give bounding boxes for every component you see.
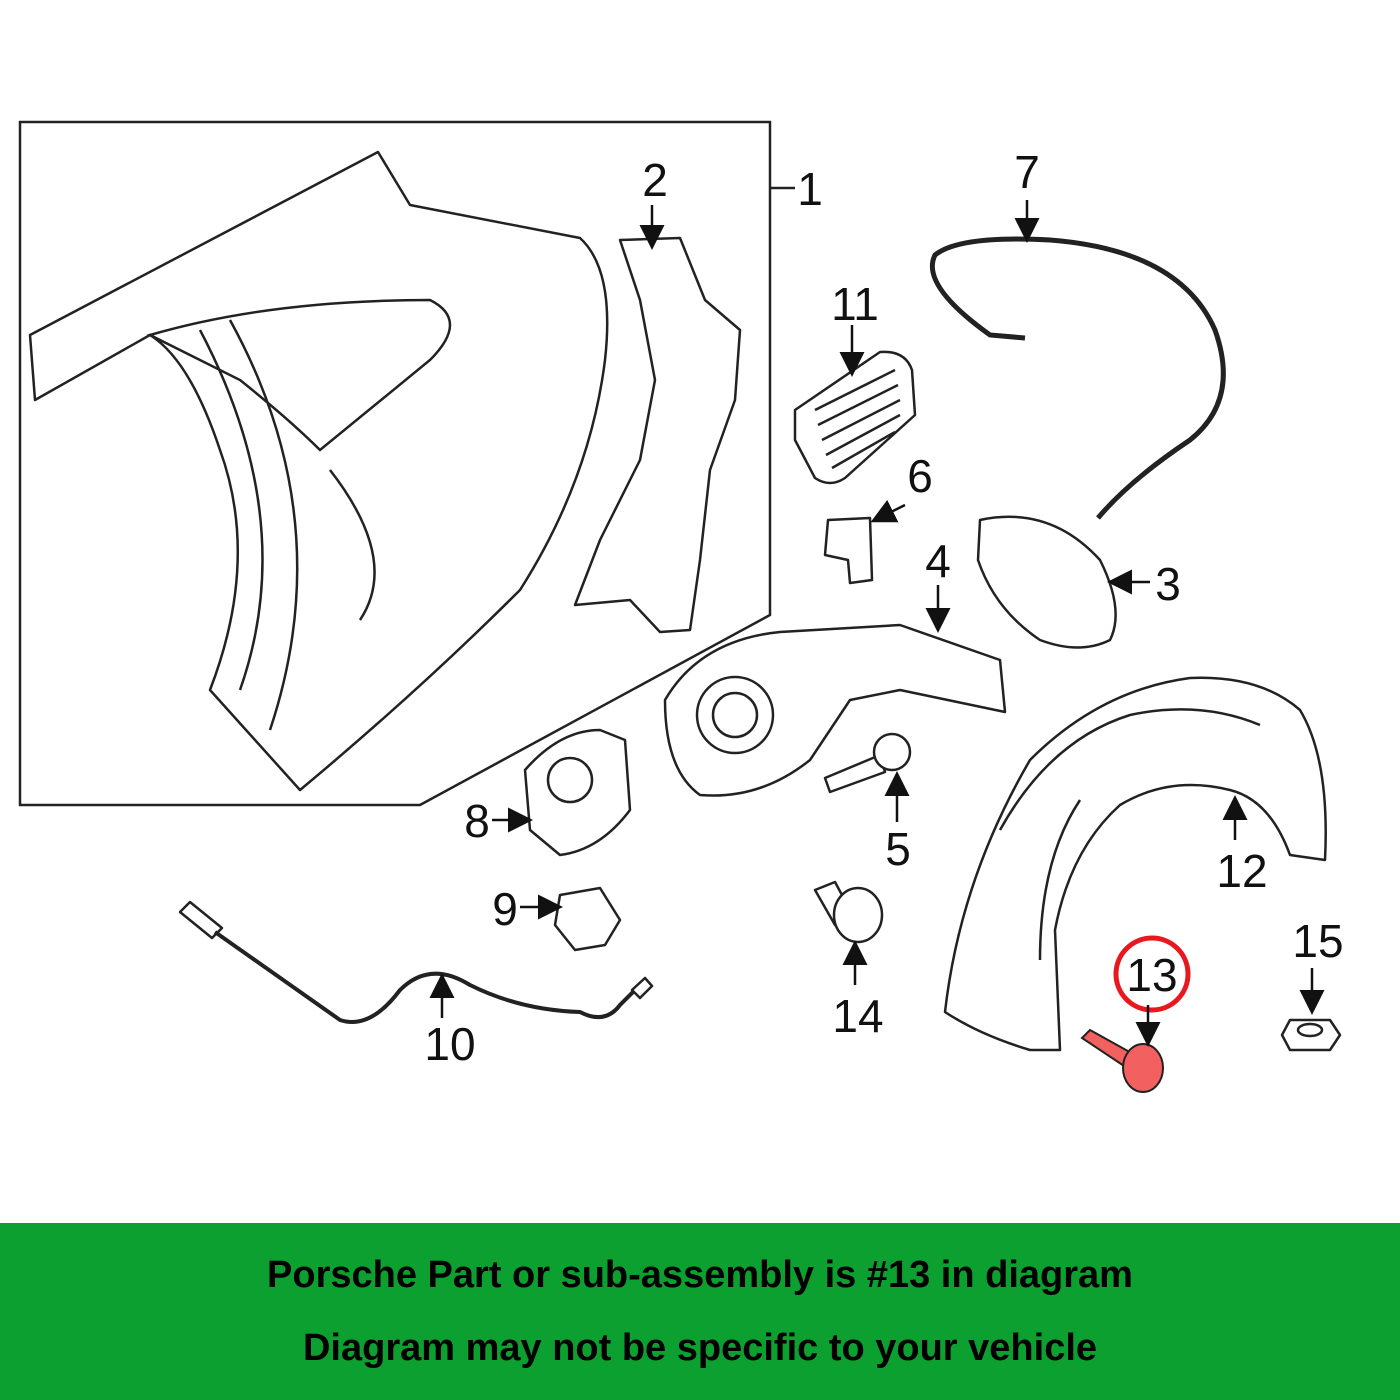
part-13-bolt-highlighted <box>1080 935 1191 1093</box>
part-1-quarter-panel <box>18 120 795 807</box>
callout-3: 3 <box>1155 558 1181 610</box>
part-12-wheel-liner <box>943 676 1327 1052</box>
callout-11: 11 <box>831 278 879 330</box>
callout-8: 8 <box>464 795 490 847</box>
part-7-seal <box>929 200 1226 520</box>
banner-disclaimer: Diagram may not be specific to your vehi… <box>302 1326 1098 1369</box>
callout-2: 2 <box>642 154 668 206</box>
part-14-clip <box>813 880 884 985</box>
info-banner: Porsche Part or sub-assembly is #13 in d… <box>0 1223 1400 1400</box>
callout-9: 9 <box>492 883 518 935</box>
callout-10: 10 <box>424 1018 475 1070</box>
part-5-bolt <box>823 732 912 822</box>
part-6-clip <box>823 499 906 585</box>
callout-4: 4 <box>925 535 951 587</box>
callout-13: 13 <box>1126 949 1177 1001</box>
part-9-actuator <box>520 886 622 952</box>
part-2-bracket <box>573 205 742 634</box>
callout-12: 12 <box>1216 845 1267 897</box>
part-10-release-cable <box>178 900 654 1024</box>
part-3-pad <box>976 515 1150 649</box>
highlight-circle <box>1113 935 1191 1013</box>
callout-1: 1 <box>797 163 823 215</box>
callout-14: 14 <box>832 990 883 1042</box>
part-15-nut <box>1280 968 1342 1052</box>
callout-6: 6 <box>907 450 933 502</box>
part-11-vent <box>793 325 917 485</box>
part-4-fuel-door-housing <box>663 585 1007 797</box>
callout-15: 15 <box>1292 915 1343 967</box>
part-8-fuel-door <box>492 728 632 857</box>
callout-5: 5 <box>885 823 911 875</box>
parts-diagram: 1 2 7 11 6 3 4 5 <box>18 120 1344 1093</box>
banner-part-note: Porsche Part or sub-assembly is #13 in d… <box>267 1253 1133 1296</box>
callout-7: 7 <box>1014 146 1040 198</box>
